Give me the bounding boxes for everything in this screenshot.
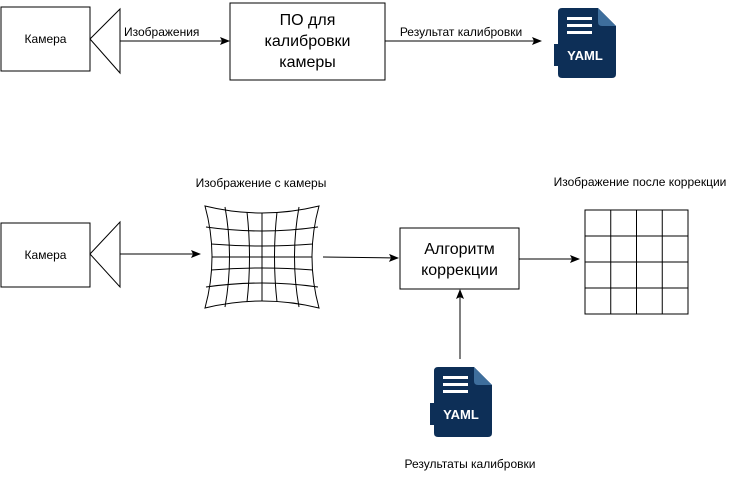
algorithm-box-line-2: коррекции [421,262,498,279]
software-box-line-2: калибровки [265,33,351,50]
yaml-file-icon: YAML [430,367,492,437]
algorithm-box [399,227,520,290]
calibration-results-label: Результаты калибровки [405,457,536,471]
arrow-images-label: Изображения [124,25,199,39]
arrow-to-algorithm [322,253,399,262]
camera-lens-icon [89,7,121,75]
camera-lens-icon [89,220,121,289]
algorithm-box-line-1: Алгоритм [424,241,495,258]
yaml-badge-top: YAML [567,48,603,63]
software-box [229,2,386,81]
camera-label-top: Камера [25,32,67,46]
distorted-image-label: Изображение с камеры [196,176,327,190]
arrow-result-label: Результат калибровки [400,25,522,39]
camera-label-bottom: Камера [25,248,67,262]
software-box-line-3: камеры [279,54,336,71]
camera-box-bottom [0,222,91,288]
distorted-grid-icon [204,205,320,309]
yaml-badge-bottom: YAML [443,407,479,422]
corrected-image-label: Изображение после коррекции [554,175,727,189]
yaml-file-icon: YAML [554,8,616,78]
camera-box-top [0,6,91,72]
top-flow: Камера Изображения ПО для калибровки кам… [0,2,616,81]
corrected-grid-icon [584,209,689,315]
bottom-flow: Камера Изображение с камеры Алгоритм кор… [0,175,727,471]
software-box-line-1: ПО для [280,12,336,29]
